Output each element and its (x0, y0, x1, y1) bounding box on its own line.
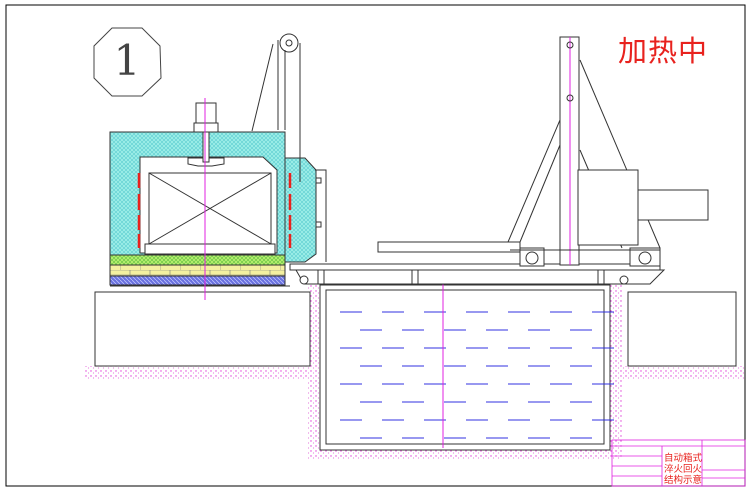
title-block-text: 自动箱式 淬火回火 结构示意 (664, 453, 702, 486)
right-foundation (627, 291, 737, 367)
water-lines (340, 311, 614, 439)
furnace (109, 98, 317, 300)
station-number-badge (93, 27, 162, 97)
ground (84, 285, 744, 460)
station-number: 1 (113, 36, 141, 85)
door-lift (251, 33, 327, 262)
title-line: 淬火回火 (664, 464, 703, 475)
furnace-foundation (94, 291, 311, 367)
title-block (611, 439, 746, 487)
drawing-frame (5, 4, 746, 487)
status-label: 加热中 (618, 34, 709, 68)
title-line: 自动箱式 (664, 453, 703, 464)
quench-elevator (377, 36, 709, 267)
quench-tank (319, 270, 614, 451)
title-line: 结构示意 (664, 475, 703, 486)
transfer-rail (289, 263, 666, 285)
